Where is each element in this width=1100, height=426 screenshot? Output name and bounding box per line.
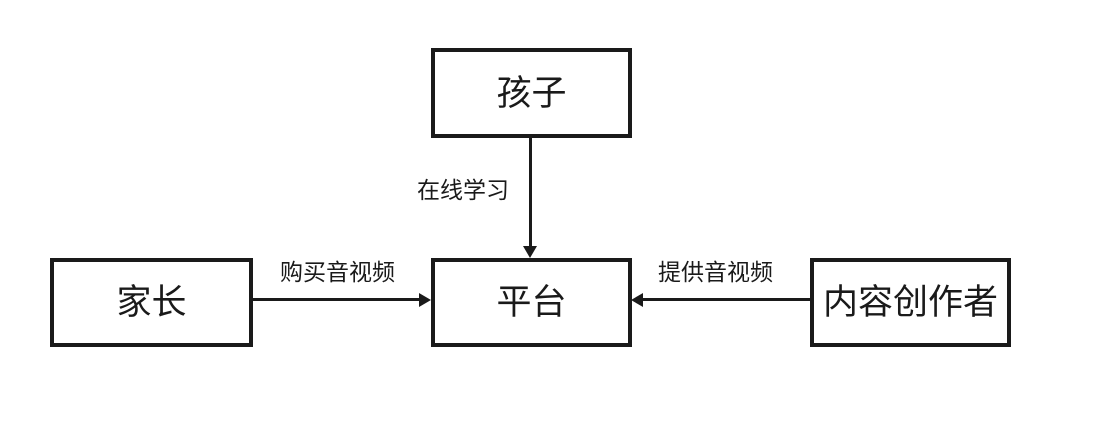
arrow-creator-to-platform-line	[643, 298, 810, 301]
node-child: 孩子	[431, 48, 632, 138]
arrowhead-down-icon	[523, 246, 537, 258]
node-creator: 内容创作者	[810, 258, 1011, 347]
arrow-child-to-platform-line	[529, 138, 532, 248]
edge-label-provide-audio-video: 提供音视频	[658, 259, 773, 287]
arrow-parent-to-platform-line	[252, 298, 420, 301]
edge-label-online-learning: 在线学习	[417, 177, 509, 205]
edge-label-buy-audio-video: 购买音视频	[280, 259, 395, 287]
node-platform: 平台	[431, 258, 632, 347]
arrowhead-left-icon	[631, 293, 643, 307]
arrowhead-right-icon	[419, 293, 431, 307]
node-parent: 家长	[50, 258, 253, 347]
